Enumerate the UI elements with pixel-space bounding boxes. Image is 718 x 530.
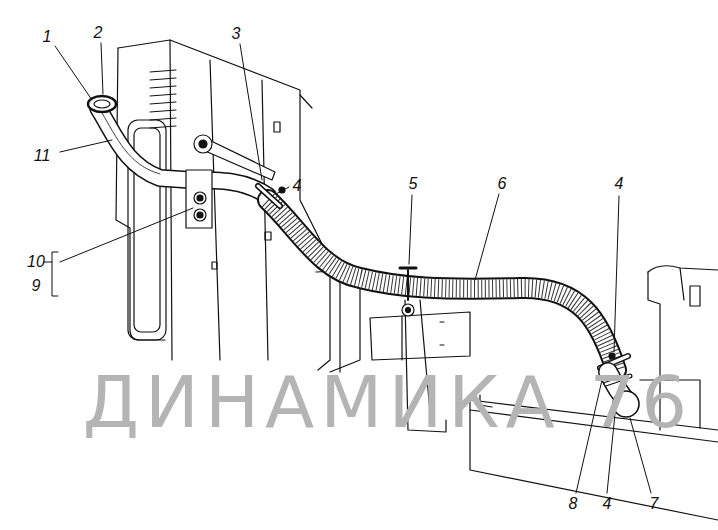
callout-number: 2 <box>94 25 103 41</box>
callout-number: 5 <box>409 176 418 192</box>
watermark-text: ДИНАМИКА 76 <box>83 366 693 438</box>
callout-number: 4 <box>603 496 612 512</box>
callout-number: 7 <box>650 496 659 512</box>
callout-number: 4 <box>615 176 624 192</box>
callout-number: 10 <box>27 254 45 270</box>
callout-number: 3 <box>232 26 241 42</box>
callout-number: 4 <box>293 178 302 194</box>
callout-number: 1 <box>43 29 52 45</box>
callout-number: 6 <box>498 176 507 192</box>
callout-number: 11 <box>34 148 51 164</box>
callout-number: 8 <box>569 496 578 512</box>
callout-number: 9 <box>32 278 41 294</box>
